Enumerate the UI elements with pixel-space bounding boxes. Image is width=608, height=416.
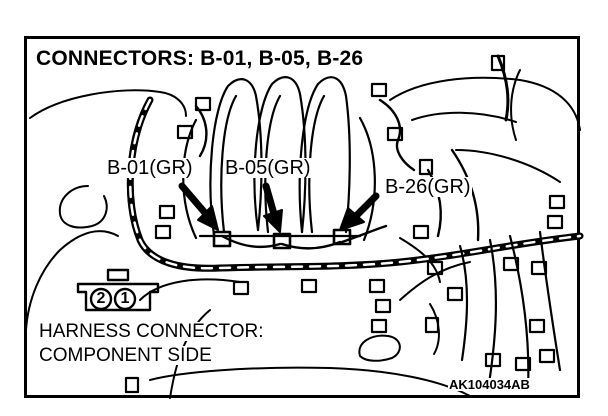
diagram-title: CONNECTORS: B-01, B-05, B-26 [34,47,366,70]
pin-2-circle [89,287,113,311]
pin-1-circle [113,287,137,311]
pin-number-2: 2 [96,290,106,307]
pointer-arrows [178,182,380,233]
label-b01: B-01(GR) [106,157,194,179]
harness-connector-face [76,268,160,312]
diagram-frame [24,36,580,398]
reference-code: AK104034AB [448,377,531,392]
harness-connector-caption-line-2: COMPONENT SIDE [38,345,213,366]
label-b05: B-05(GR) [224,157,312,179]
engine-outline [25,69,581,399]
harness-connector-caption-line-1: HARNESS CONNECTOR: [38,321,265,342]
pin-number-1: 1 [120,290,130,307]
label-b26: B-26(GR) [384,176,472,198]
arrow-b26 [339,192,380,231]
arrow-b01 [178,182,219,231]
harness-connectors [124,54,566,394]
arrow-b05 [262,182,283,233]
connector-b01 [212,230,232,248]
connector-b05 [272,232,292,250]
